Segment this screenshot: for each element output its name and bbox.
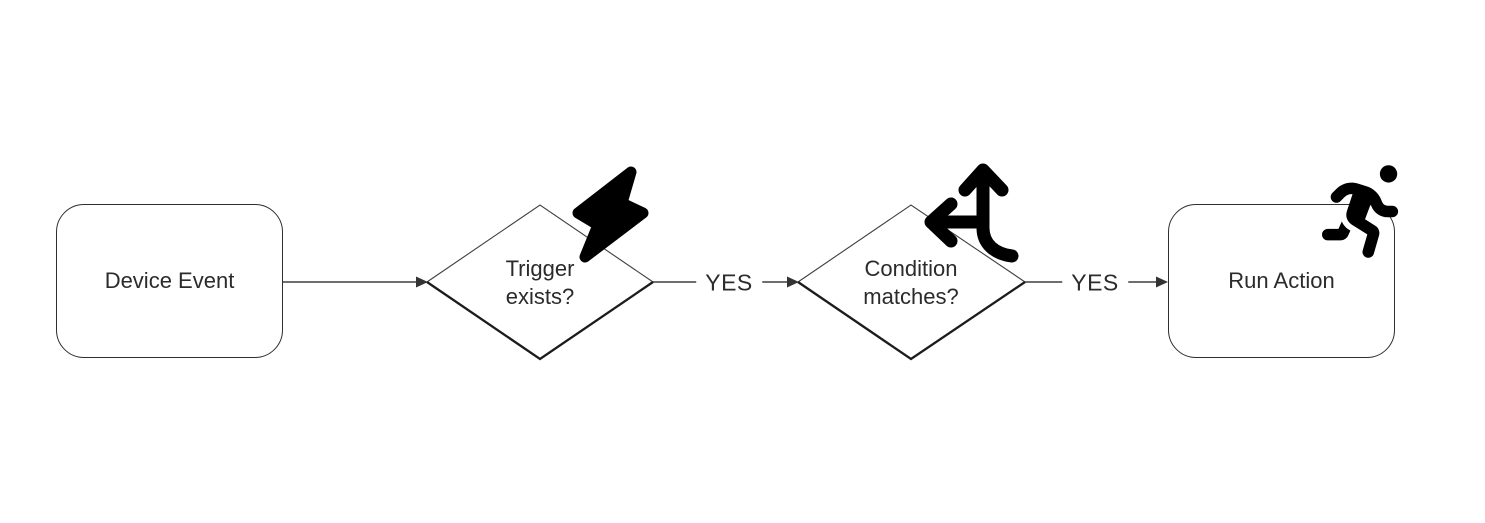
running-person-icon bbox=[1322, 165, 1399, 258]
edge-label-yes-1: YES bbox=[696, 269, 762, 297]
edge-device-event-to-trigger bbox=[283, 276, 428, 288]
node-device-event: Device Event bbox=[56, 204, 283, 358]
node-condition-matches-label: Condition matches? bbox=[863, 256, 959, 309]
arrowhead-icon bbox=[1156, 276, 1168, 288]
node-run-action-label: Run Action bbox=[1228, 268, 1335, 293]
edge-label-yes-2: YES bbox=[1062, 269, 1128, 297]
split-arrows-icon bbox=[924, 163, 1019, 263]
node-device-event-label: Device Event bbox=[104, 268, 235, 293]
node-trigger-exists-label: Trigger exists? bbox=[505, 256, 575, 309]
arrowhead-icon bbox=[787, 276, 799, 288]
lightning-bolt-icon bbox=[572, 166, 649, 263]
arrowhead-icon bbox=[416, 276, 428, 288]
node-run-action: Run Action bbox=[1168, 204, 1395, 358]
node-condition-matches-diamond bbox=[797, 204, 1026, 361]
